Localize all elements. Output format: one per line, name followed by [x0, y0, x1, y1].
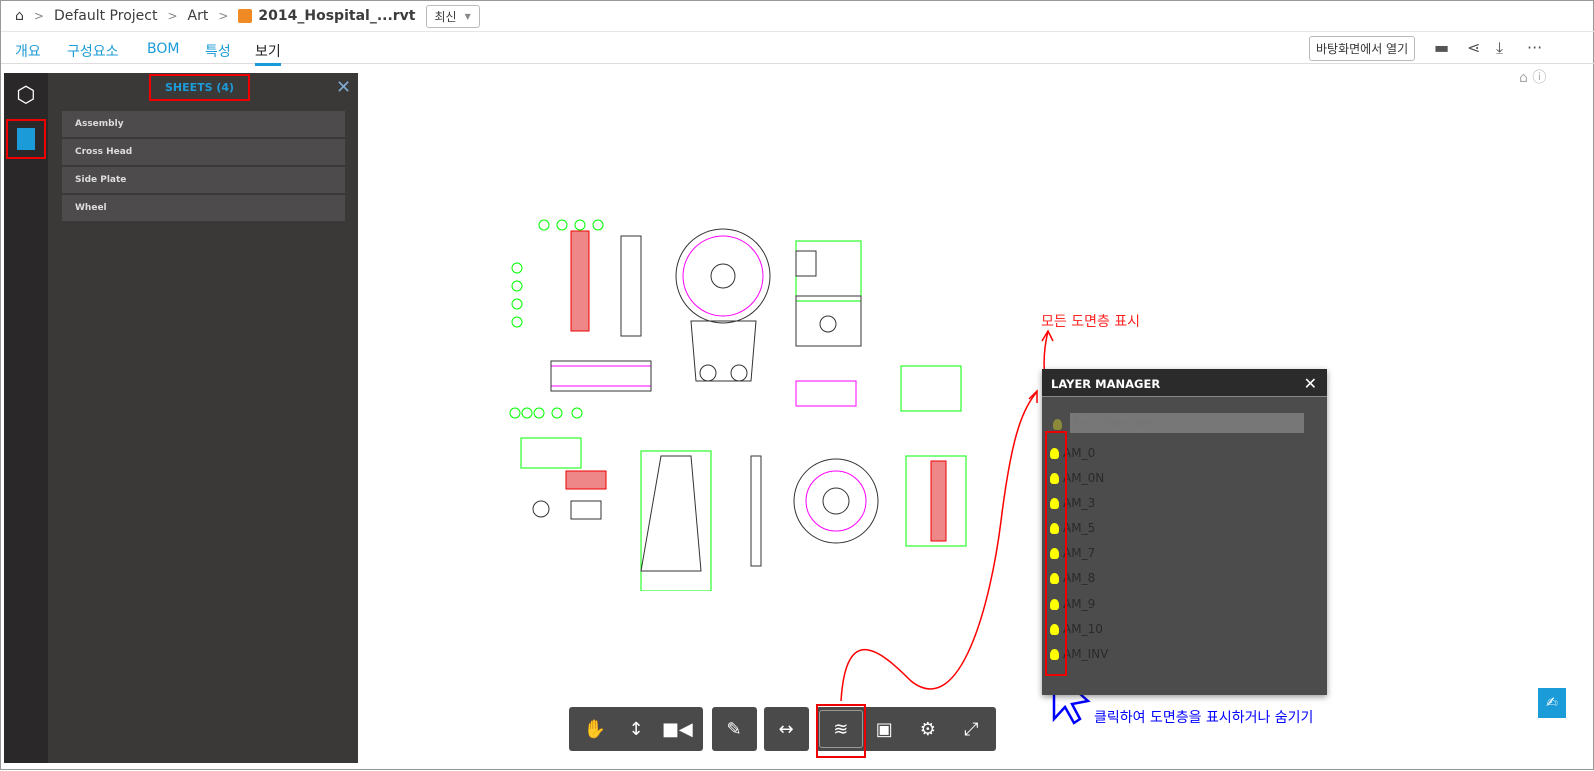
markup-icon[interactable]: ✎ [726, 718, 742, 740]
breadcrumb: ⌂> Default Project> Art> 2014_Hospital_.… [1, 1, 1594, 32]
sheets-button[interactable] [6, 119, 46, 159]
layer-item[interactable]: AM_0 [1050, 446, 1095, 460]
sheet-item[interactable]: Side Plate [62, 167, 345, 193]
bulb-icon[interactable] [1050, 598, 1059, 610]
tab-components[interactable]: 구성요소 [67, 44, 119, 60]
sheet-item[interactable]: Cross Head [62, 139, 345, 165]
close-icon[interactable]: ✕ [1303, 374, 1317, 393]
layer-item[interactable]: AM_3 [1050, 496, 1095, 510]
comment-icon[interactable]: ▬ [1434, 38, 1450, 57]
layer-name: AM_0 [1063, 446, 1096, 460]
file-name: 2014_Hospital_...rvt [258, 8, 416, 24]
file-cube-icon [238, 9, 253, 23]
sidebar-rail: ⬡ [4, 73, 48, 763]
settings-icon[interactable]: ⚙ [919, 718, 936, 740]
camera-icon[interactable]: ■◀ [661, 718, 693, 740]
sheets-panel: ⬡ SHEETS (4) ✕ Assembly Cross Head Side … [4, 73, 358, 763]
layer-manager-title: LAYER MANAGER [1042, 369, 1327, 397]
bulb-icon[interactable] [1050, 648, 1059, 660]
home-icon[interactable]: ⌂ [15, 8, 24, 24]
layer-name: AM_INV [1063, 647, 1109, 661]
version-dropdown[interactable]: 최신 ▼ [425, 4, 480, 28]
more-icon[interactable]: ··· [1527, 38, 1543, 57]
drawing-canvas[interactable] [501, 211, 981, 591]
bulb-icon[interactable] [1050, 547, 1059, 559]
layer-name: AM_5 [1063, 521, 1096, 535]
layer-name: AM_9 [1063, 597, 1096, 611]
show-all-bulb-icon[interactable] [1053, 419, 1062, 430]
pan-icon[interactable]: ✋ [583, 718, 606, 740]
sheet-item[interactable]: Wheel [62, 195, 345, 221]
layer-name: AM_7 [1063, 546, 1096, 560]
breadcrumb-folder[interactable]: Art [187, 8, 209, 24]
click-toggle-annotation: 클릭하여 도면층을 표시하거나 숨기기 [1094, 710, 1314, 726]
share-icon[interactable]: ⋖ [1467, 38, 1481, 57]
model-cube-icon[interactable]: ⬡ [16, 82, 36, 108]
chevron-down-icon: ▼ [464, 11, 471, 21]
bulb-icon[interactable] [1050, 572, 1059, 584]
sheet-icon [17, 128, 35, 150]
tab-overview[interactable]: 개요 [15, 44, 41, 60]
sheet-item[interactable]: Assembly [62, 111, 345, 137]
layer-name: AM_0N [1063, 471, 1105, 485]
layer-item[interactable]: AM_5 [1050, 521, 1095, 535]
layer-item[interactable]: AM_0N [1050, 471, 1104, 485]
layer-manager-panel: LAYER MANAGER ✕ AM_0 AM_0N AM_3 AM_5 AM_… [1042, 369, 1327, 695]
layers-highlight-box [816, 704, 866, 758]
highlight-box [1045, 431, 1067, 676]
layer-name: AM_8 [1063, 571, 1096, 585]
home-view-icon[interactable]: ⌂ ⓘ [1519, 70, 1547, 86]
bulb-icon[interactable] [1050, 623, 1059, 635]
tab-view[interactable]: 보기 [255, 41, 281, 66]
layer-name: AM_10 [1063, 622, 1103, 636]
dolly-icon[interactable]: ↕ [628, 718, 644, 740]
open-desktop-button[interactable]: 바탕화면에서 열기 [1309, 36, 1416, 61]
fullscreen-icon[interactable]: ⤢ [964, 718, 979, 740]
bulb-icon[interactable] [1050, 497, 1059, 509]
layer-item[interactable]: AM_10 [1050, 622, 1103, 636]
feedback-button[interactable]: ✍ [1538, 688, 1566, 718]
tab-bom[interactable]: BOM [147, 41, 180, 57]
layer-item[interactable]: AM_7 [1050, 546, 1095, 560]
layer-filter-input[interactable] [1070, 413, 1304, 433]
close-icon[interactable]: ✕ [336, 77, 352, 98]
sheets-title: SHEETS (4) [149, 74, 250, 101]
tab-bar: 개요 구성요소 BOM 특성 보기 바탕화면에서 열기 ▬ ⋖ ⤓ ··· [1, 32, 1594, 66]
bulb-icon[interactable] [1050, 522, 1059, 534]
bulb-icon[interactable] [1050, 472, 1059, 484]
measure-toolbar: ↔ [764, 707, 809, 751]
bulb-icon[interactable] [1050, 447, 1059, 459]
measure-icon[interactable]: ↔ [778, 718, 794, 740]
layers-icon[interactable]: ≋ [819, 710, 863, 748]
show-all-layers-annotation: 모든 도면층 표시 [1041, 314, 1141, 330]
breadcrumb-project[interactable]: Default Project [53, 8, 158, 24]
download-icon[interactable]: ⤓ [1496, 38, 1504, 57]
layer-item[interactable]: AM_INV [1050, 647, 1108, 661]
version-label: 최신 [434, 9, 457, 24]
properties-icon[interactable]: ▣ [875, 718, 893, 740]
tab-properties[interactable]: 특성 [205, 44, 231, 60]
markup-toolbar: ✎ [712, 707, 757, 751]
navigation-toolbar: ✋ ↕ ■◀ [569, 707, 703, 751]
layer-name: AM_3 [1063, 496, 1096, 510]
settings-toolbar: ≋ ▣ ⚙ ⤢ [816, 707, 996, 751]
layer-item[interactable]: AM_8 [1050, 571, 1095, 585]
layer-item[interactable]: AM_9 [1050, 597, 1095, 611]
